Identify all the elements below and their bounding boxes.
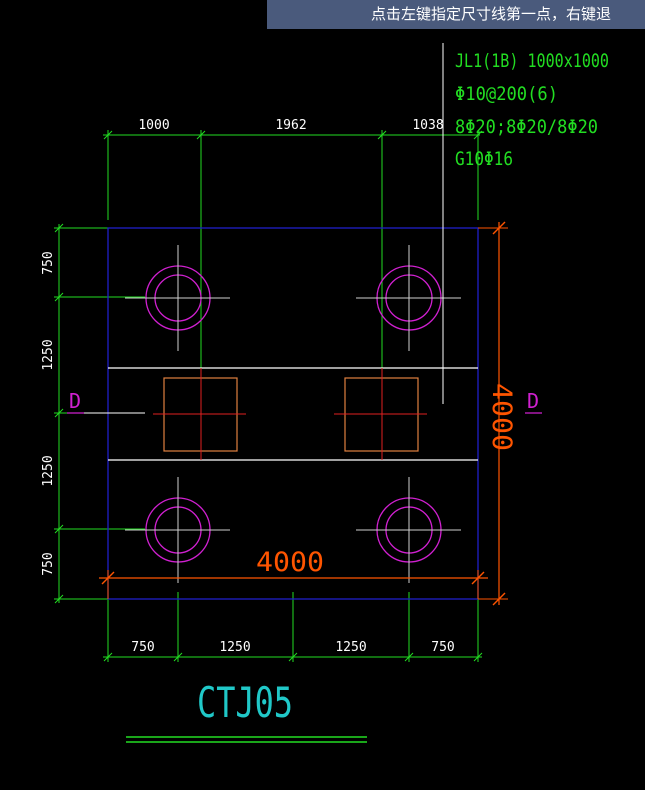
section-mark-right-label: D [527, 389, 539, 413]
top-dim-label-2: 1962 [275, 118, 306, 133]
pile-bottom-left[interactable] [125, 477, 230, 583]
annotation-line-3: 8Φ20;8Φ20/8Φ20 [455, 116, 598, 138]
pile-bottom-right[interactable] [356, 477, 461, 583]
column-right[interactable] [334, 368, 427, 460]
command-prompt-banner: 点击左键指定尺寸线第一点，右键退 [267, 0, 645, 29]
section-mark-left[interactable]: D [67, 389, 84, 414]
bottom-dimension-chain: 750 1250 1250 750 [103, 592, 483, 662]
annotation-line-1: JL1(1B) 1000x1000 [455, 50, 609, 72]
pile-top-right[interactable] [356, 245, 461, 351]
top-dim-label-3: 1038 [412, 118, 443, 133]
section-mark-right[interactable]: D [525, 389, 542, 414]
annotation-line-4: G10Φ16 [455, 148, 513, 170]
overall-width-label: 4000 [256, 547, 324, 578]
left-dim-label-4: 750 [41, 552, 56, 575]
bottom-dim-label-2: 1250 [219, 640, 250, 655]
cap-name-label: CTJ05 [197, 678, 293, 727]
left-dim-label-3: 1250 [41, 455, 56, 486]
pile-top-left[interactable] [125, 245, 230, 351]
top-dimension-chain: 1000 1962 1038 [103, 118, 483, 375]
column-left[interactable] [153, 368, 246, 460]
annotation-line-2: Φ10@200(6) [455, 83, 558, 105]
overall-height-dimension[interactable]: 4000 [478, 221, 517, 606]
bottom-dim-label-4: 750 [431, 640, 454, 655]
left-dim-label-2: 1250 [41, 339, 56, 370]
bottom-dim-label-3: 1250 [335, 640, 366, 655]
left-dim-label-1: 750 [41, 251, 56, 274]
command-prompt-text: 点击左键指定尺寸线第一点，右键退 [371, 5, 612, 23]
beam-annotation[interactable]: JL1(1B) 1000x1000 Φ10@200(6) 8Φ20;8Φ20/8… [455, 50, 609, 170]
section-mark-left-label: D [69, 389, 81, 413]
overall-height-label: 4000 [486, 383, 517, 451]
bottom-dim-label-1: 750 [131, 640, 154, 655]
top-dim-label-1: 1000 [138, 118, 169, 133]
overall-width-dimension[interactable]: 4000 [99, 547, 488, 599]
